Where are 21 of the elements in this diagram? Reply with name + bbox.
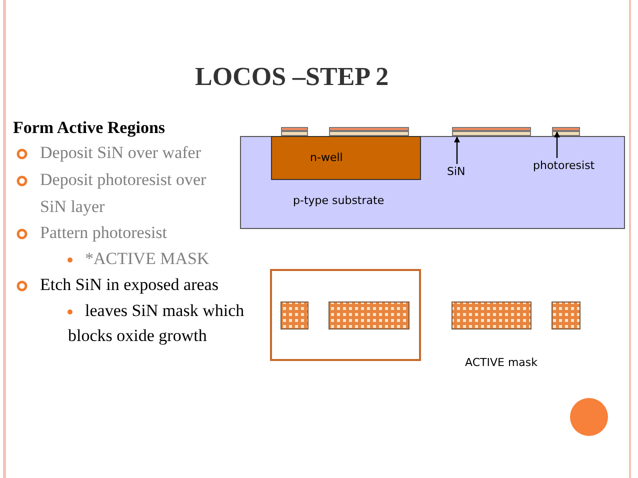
nitride-layer [452, 131, 531, 136]
well-region [271, 136, 421, 180]
slide-title: LOCOS –STEP 2 [195, 62, 389, 92]
callout-label: photoresist [533, 159, 595, 172]
callout-label: SiN [447, 165, 466, 178]
leader-arrow [554, 131, 560, 158]
bullet-text: Deposit photoresist over [40, 170, 206, 190]
mask-caption: ACTIVE mask [465, 356, 538, 369]
bullet-text: Etch SiN in exposed areas [40, 275, 218, 295]
photoresist-layer [552, 127, 580, 131]
region-label: p-type substrate [293, 194, 384, 207]
section-heading: Form Active Regions [13, 118, 166, 138]
bullet-text: blocks oxide growth [68, 326, 207, 346]
bullet-text: SiN layer [40, 197, 105, 217]
bullet-text: *ACTIVE MASK [85, 249, 210, 269]
bullet-text: leaves SiN mask which [85, 301, 244, 321]
bullet-text: Deposit SiN over wafer [40, 143, 201, 163]
region-label: n-well [310, 151, 343, 164]
bullet-text: Pattern photoresist [40, 223, 168, 243]
leader-arrow [454, 136, 460, 164]
substrate-region [240, 136, 625, 229]
